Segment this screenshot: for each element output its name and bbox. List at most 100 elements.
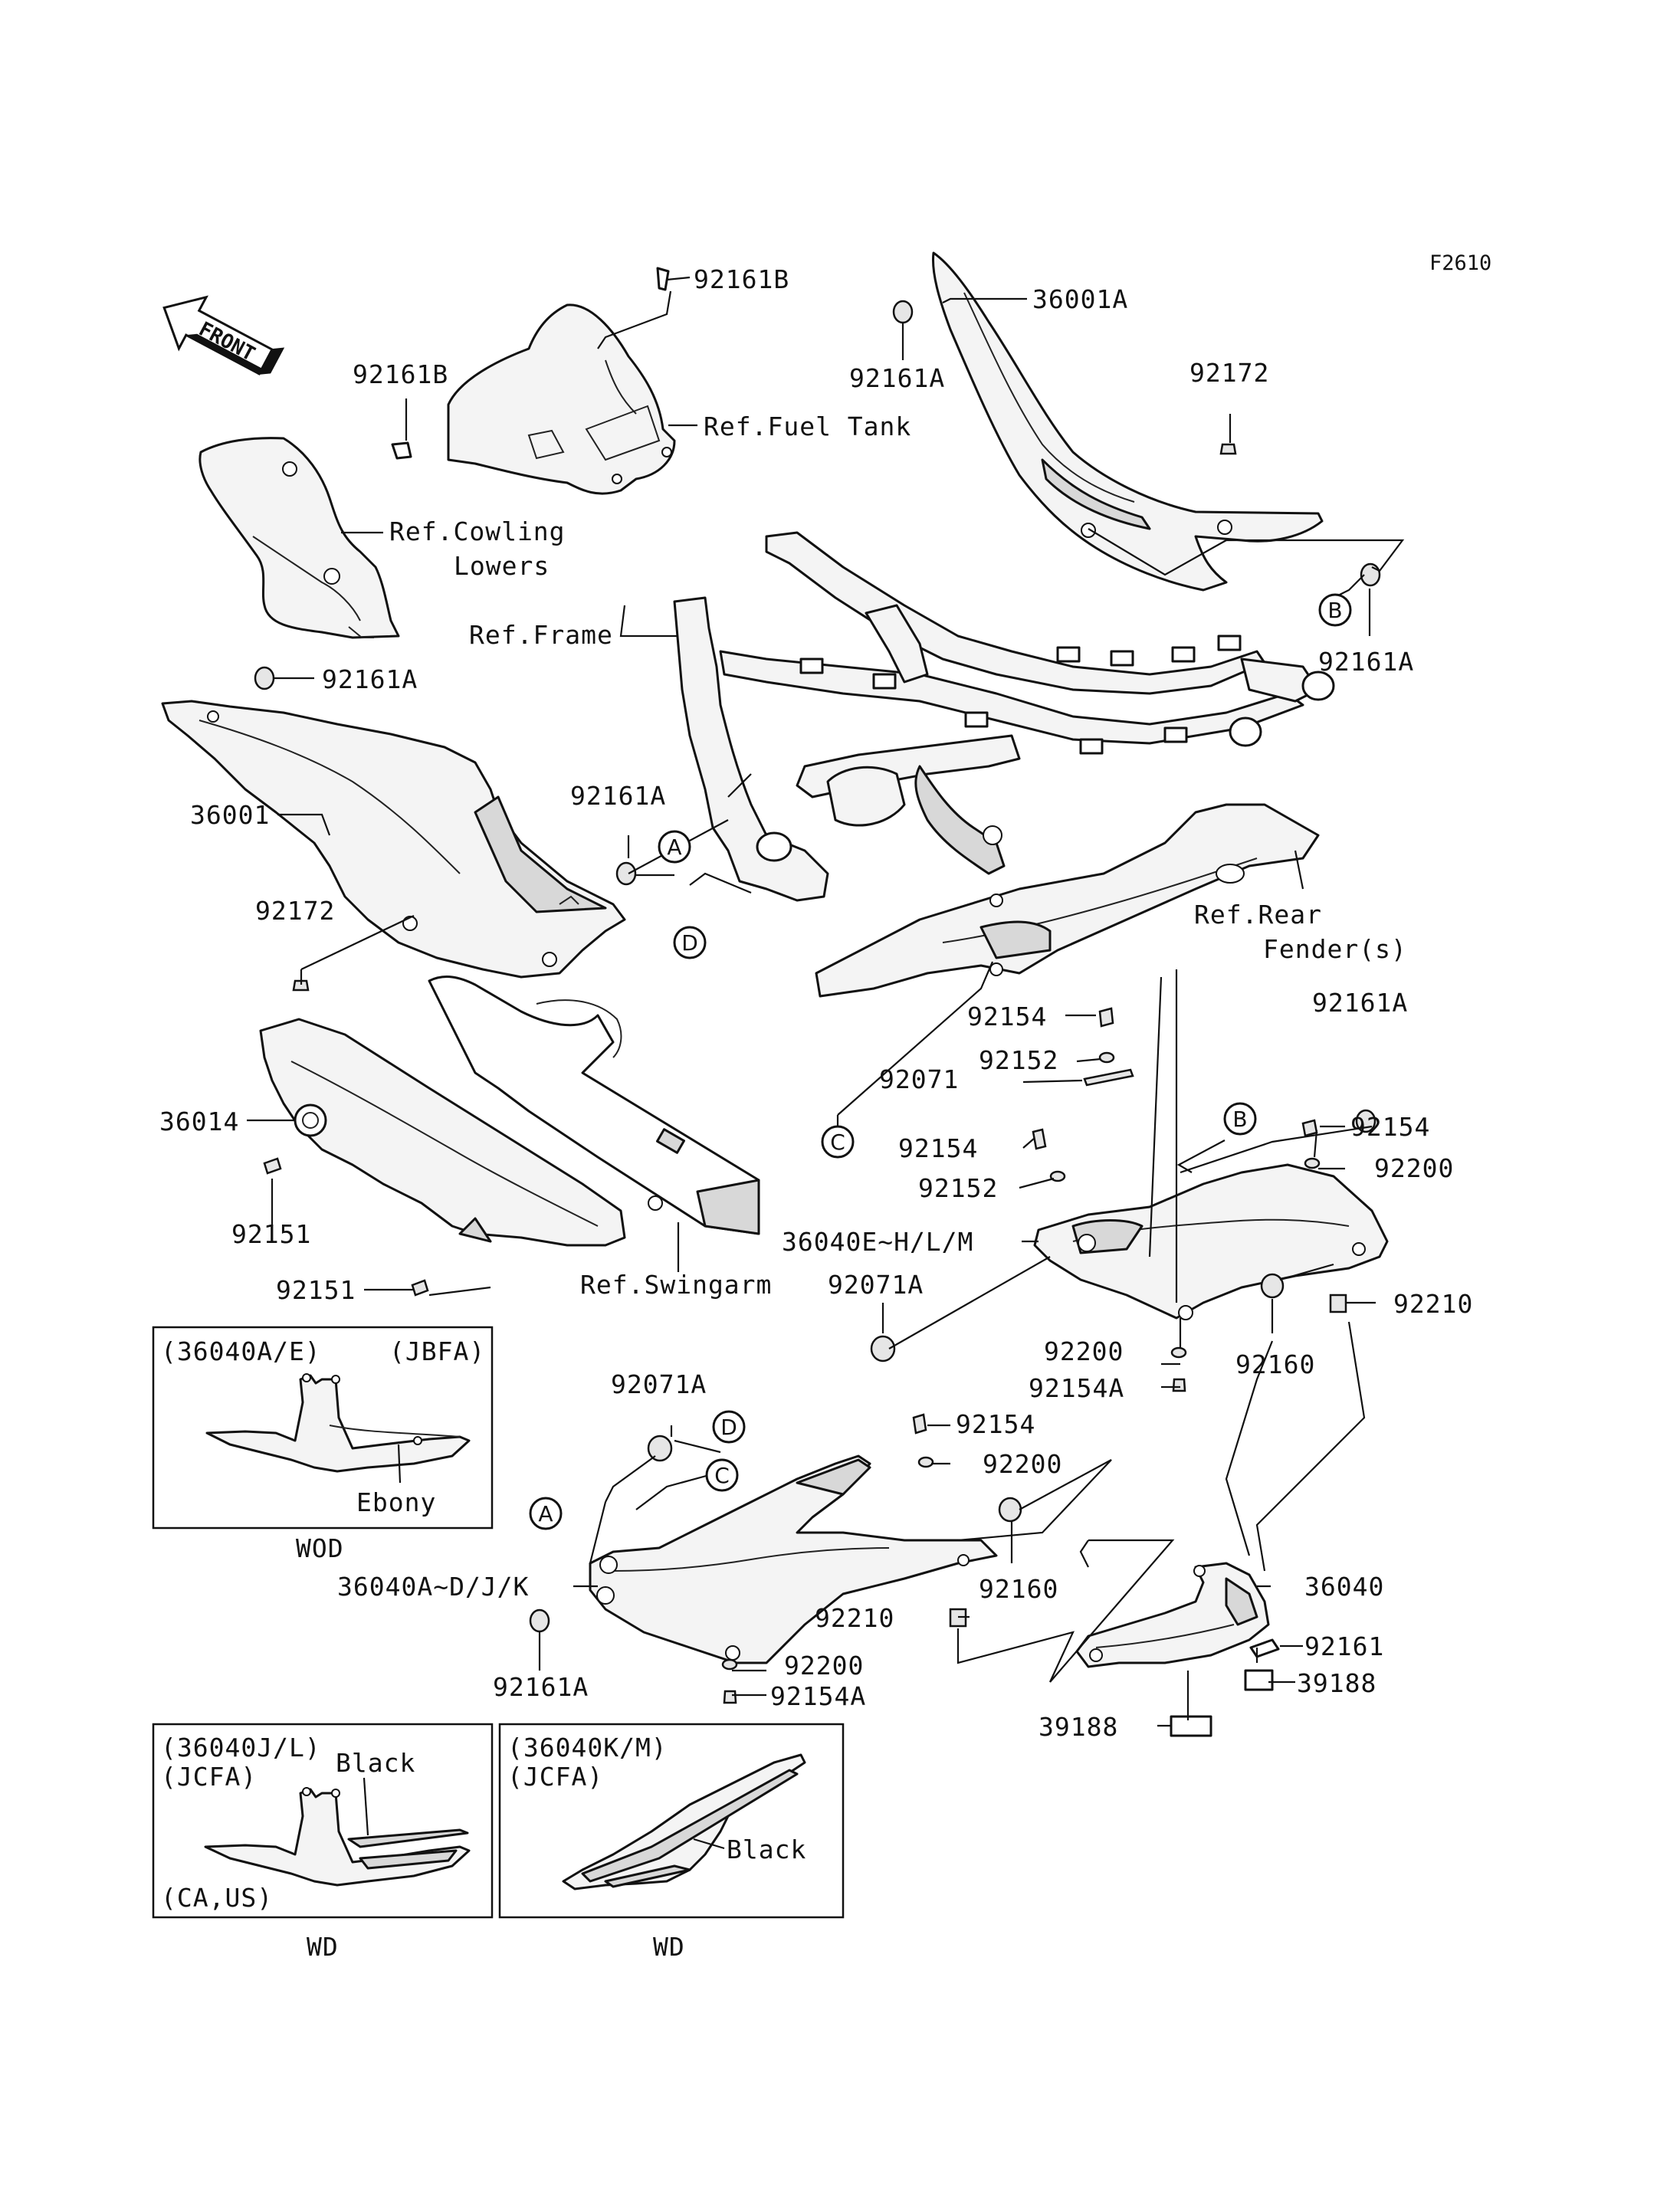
label-92160-b: 92160 bbox=[979, 1574, 1058, 1604]
part-36001A bbox=[931, 251, 1324, 592]
frame-ref bbox=[673, 531, 1335, 902]
bolt-92154A-b-icon bbox=[723, 1690, 737, 1704]
grommet-92161A-mid-icon bbox=[615, 861, 637, 886]
ref-circle-A2: A bbox=[538, 1501, 553, 1526]
bolt-92154-c-icon bbox=[1301, 1119, 1318, 1137]
label-92161A-left: 92161A bbox=[322, 664, 418, 694]
inset-jl-color: Black bbox=[336, 1748, 415, 1778]
clip-92161B-icon bbox=[391, 441, 412, 460]
label-92071: 92071 bbox=[879, 1064, 959, 1094]
label-39188-icon bbox=[1244, 1669, 1274, 1691]
label-ref-swingarm: Ref.Swingarm bbox=[580, 1270, 772, 1300]
inset-km-part: (36040K/M) bbox=[507, 1733, 668, 1763]
circle-refs: A B D C B D C A bbox=[529, 593, 1352, 1530]
label-36040A: 36040A~D/J/K bbox=[337, 1572, 529, 1602]
fuel-tank-ref bbox=[447, 303, 676, 495]
washer-92152-a-icon bbox=[1098, 1051, 1115, 1064]
label-39188-a: 39188 bbox=[1297, 1668, 1376, 1698]
grommet-92160-b-icon bbox=[998, 1497, 1022, 1523]
ref-circle-C2: C bbox=[714, 1463, 730, 1488]
inset-jl-caption: WD bbox=[307, 1932, 339, 1962]
bolt-92151-b-icon bbox=[411, 1279, 429, 1297]
label-92161B-top: 92161B bbox=[694, 264, 789, 294]
label-92161A-far: 92161A bbox=[1312, 988, 1408, 1018]
inset-jl-part: (36040J/L) bbox=[161, 1733, 321, 1763]
ref-circle-B2: B bbox=[1232, 1107, 1247, 1132]
label-92154-c: 92154 bbox=[1350, 1112, 1430, 1142]
label-92161A-low: 92161A bbox=[493, 1672, 589, 1702]
label-92172-left: 92172 bbox=[255, 896, 335, 926]
label-ref-frame: Ref.Frame bbox=[469, 620, 613, 650]
label-92200-a: 92200 bbox=[1374, 1153, 1454, 1183]
label-92200-d: 92200 bbox=[784, 1651, 864, 1681]
label-92161A-right: 92161A bbox=[1318, 647, 1414, 677]
label-92161B-left: 92161B bbox=[353, 359, 448, 389]
grommet-92160-a-icon bbox=[1260, 1273, 1285, 1299]
bolt-92154-b-icon bbox=[1032, 1128, 1047, 1150]
inset-km-caption: WD bbox=[653, 1932, 685, 1962]
label-36040: 36040 bbox=[1304, 1572, 1384, 1602]
label-92161A-mid: 92161A bbox=[570, 781, 666, 811]
label-ref-rear: Ref.Rear bbox=[1194, 900, 1322, 930]
label-92071A-a: 92071A bbox=[828, 1270, 924, 1300]
inset-black-jl: (36040J/L) (JCFA) Black (CA,US) WD bbox=[152, 1723, 494, 1962]
label-92161: 92161 bbox=[1304, 1631, 1384, 1661]
inset-ebony: (36040A/E) (JBFA) Ebony WOD bbox=[152, 1326, 494, 1563]
part-36040A bbox=[589, 1454, 998, 1664]
label-92154-d: 92154 bbox=[956, 1409, 1035, 1439]
ref-circle-B1: B bbox=[1327, 598, 1342, 623]
inset-km-color: Black bbox=[727, 1835, 806, 1864]
inset-ebony-region: (JBFA) bbox=[389, 1336, 485, 1366]
screw-92172-top-icon bbox=[1219, 443, 1237, 455]
label-36001A: 36001A bbox=[1032, 284, 1128, 314]
inset-ebony-color: Ebony bbox=[356, 1487, 436, 1517]
part-36040 bbox=[1075, 1562, 1270, 1668]
washer-92200-a-icon bbox=[1304, 1157, 1321, 1169]
clip-92161-icon bbox=[1249, 1638, 1280, 1658]
strip-92071-icon bbox=[1083, 1068, 1134, 1087]
rear-fender-ref bbox=[815, 803, 1320, 998]
ref-circle-C1: C bbox=[830, 1130, 845, 1155]
label-92200-c: 92200 bbox=[983, 1449, 1062, 1479]
label-36014: 36014 bbox=[159, 1107, 239, 1136]
grommet-92161A-low-icon bbox=[529, 1608, 550, 1633]
grommet-92161A-top-icon bbox=[892, 300, 914, 324]
diagram-code: F2610 bbox=[1429, 251, 1491, 275]
label-92154A-b: 92154A bbox=[770, 1681, 866, 1711]
grommet-92161A-left-icon bbox=[254, 666, 275, 690]
inset-jl-market: (CA,US) bbox=[161, 1883, 273, 1913]
label-92210-a: 92210 bbox=[1393, 1289, 1473, 1319]
inset-black-km: (36040K/M) (JCFA) Black WD bbox=[498, 1723, 845, 1962]
bolt-92151-a-icon bbox=[263, 1157, 282, 1175]
label-ref-rear-fender: Fender(s) bbox=[1263, 934, 1407, 964]
leader-lines bbox=[247, 276, 1405, 1727]
cowling-lowers-ref bbox=[199, 437, 400, 639]
label-92154-b: 92154 bbox=[898, 1133, 978, 1163]
label-92151-b: 92151 bbox=[276, 1275, 356, 1305]
front-arrow-icon: FRONT bbox=[162, 295, 285, 375]
inset-jl-region: (JCFA) bbox=[161, 1762, 257, 1792]
label-92151-a: 92151 bbox=[231, 1219, 311, 1249]
label-36001: 36001 bbox=[190, 800, 270, 830]
label-ref-cowling-lowers: Lowers bbox=[454, 551, 550, 581]
label-92200-b: 92200 bbox=[1044, 1336, 1124, 1366]
label-ref-fuel-tank: Ref.Fuel Tank bbox=[704, 412, 911, 441]
grommet-92071A-b-icon bbox=[647, 1435, 673, 1462]
label-ref-cowling: Ref.Cowling bbox=[389, 516, 566, 546]
label-39188-b-icon bbox=[1170, 1715, 1212, 1737]
ref-circle-D1: D bbox=[681, 930, 698, 956]
label-92154-a: 92154 bbox=[967, 1002, 1047, 1031]
label-92210-b: 92210 bbox=[815, 1603, 894, 1633]
collar-92210-a-icon bbox=[1329, 1294, 1347, 1313]
ref-circle-D2: D bbox=[720, 1415, 737, 1440]
fasteners bbox=[254, 300, 1381, 1704]
screw-92172-left-icon bbox=[292, 979, 310, 992]
part-36014 bbox=[259, 1018, 626, 1247]
bolt-92154-a-icon bbox=[1098, 1007, 1114, 1028]
grommet-92071A-a-icon bbox=[870, 1335, 896, 1362]
part-36001 bbox=[161, 700, 626, 979]
label-92161A-top: 92161A bbox=[849, 363, 945, 393]
clip-92161B-top-icon bbox=[656, 267, 670, 291]
bolt-92154A-a-icon bbox=[1172, 1378, 1186, 1392]
